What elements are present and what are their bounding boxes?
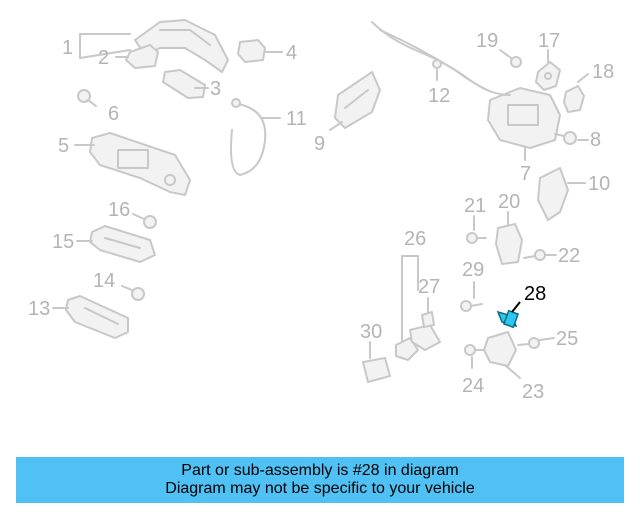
part-30-switch <box>362 357 391 383</box>
part-10-striker <box>537 167 569 221</box>
part-8-bolt <box>554 131 577 145</box>
part-3-bezel <box>162 69 206 99</box>
part-25-bolt <box>517 337 540 349</box>
part-7-latch <box>487 87 561 149</box>
banner-line-1: Part or sub-assembly is #28 in diagram <box>181 462 459 479</box>
part-5-carrier <box>89 132 191 196</box>
label-19: 19 <box>476 30 498 52</box>
label-22: 22 <box>558 245 580 267</box>
label-17: 17 <box>538 30 560 52</box>
part-2-gasket <box>125 44 159 69</box>
part-17-plate <box>535 61 561 91</box>
label-23: 23 <box>522 381 544 403</box>
part-22-bolt <box>523 249 546 261</box>
part-23-hinge <box>483 331 517 367</box>
part-28-bolt-highlighted <box>496 309 520 329</box>
label-29: 29 <box>462 259 484 281</box>
part-26-bracket <box>395 324 441 361</box>
part-9-bracket <box>334 71 381 129</box>
label-10: 10 <box>588 173 610 195</box>
label-2: 2 <box>98 47 109 69</box>
part-4-cap <box>237 39 266 63</box>
part-16-screw <box>143 215 157 229</box>
label-4: 4 <box>286 42 297 64</box>
part-15-bezel <box>89 225 156 263</box>
label-7: 7 <box>520 163 531 185</box>
part-18-cover <box>563 85 585 113</box>
label-25: 25 <box>556 328 578 350</box>
label-26: 26 <box>404 228 426 250</box>
part-24-bolt <box>464 344 485 356</box>
label-5: 5 <box>58 135 69 157</box>
part-12-rod <box>371 21 511 96</box>
part-6-screw <box>77 89 97 107</box>
banner-line-2: Diagram may not be specific to your vehi… <box>165 480 475 497</box>
part-11-cable <box>230 98 267 176</box>
label-28: 28 <box>524 283 546 305</box>
label-8: 8 <box>590 129 601 151</box>
label-30: 30 <box>360 321 382 343</box>
info-banner: Part or sub-assembly is #28 in diagram D… <box>16 457 624 503</box>
label-9: 9 <box>314 133 325 155</box>
part-13-inside-handle <box>65 295 129 339</box>
label-24: 24 <box>462 375 484 397</box>
parts-diagram: 1 2 3 4 5 6 7 8 9 10 <box>28 19 614 403</box>
label-27: 27 <box>418 276 440 298</box>
label-3: 3 <box>210 78 221 100</box>
label-6: 6 <box>108 103 119 125</box>
part-19-pin <box>510 56 522 68</box>
label-15: 15 <box>52 231 74 253</box>
part-29-bolt <box>460 300 483 312</box>
label-13: 13 <box>28 298 50 320</box>
label-21: 21 <box>464 195 486 217</box>
part-21-bolt <box>466 232 487 244</box>
part-14-screw <box>131 287 145 301</box>
label-11: 11 <box>286 108 307 130</box>
part-20-hinge <box>495 223 523 265</box>
label-14: 14 <box>93 270 115 292</box>
label-12: 12 <box>428 85 450 107</box>
label-1: 1 <box>62 37 73 59</box>
part-27-clip <box>421 311 435 328</box>
label-20: 20 <box>498 191 520 213</box>
label-16: 16 <box>108 199 130 221</box>
label-18: 18 <box>592 61 614 83</box>
